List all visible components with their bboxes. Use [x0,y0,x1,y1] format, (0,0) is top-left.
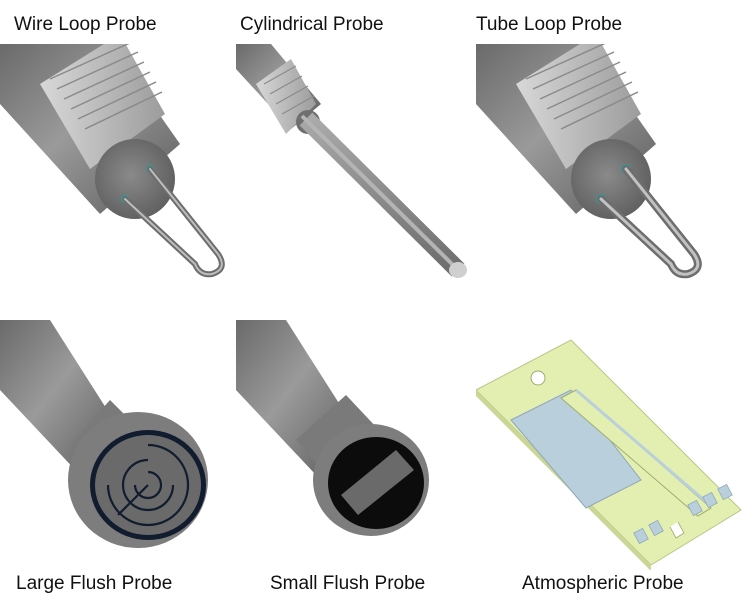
label-atmospheric-probe: Atmospheric Probe [522,573,684,594]
cylindrical-probe-image [236,44,476,284]
wire-loop-probe-image [0,44,240,284]
label-tube-loop-probe: Tube Loop Probe [476,14,623,35]
tube-loop-probe-image [476,44,716,284]
label-large-flush-probe: Large Flush Probe [16,573,173,594]
tube-loop-probe-icon [476,44,702,279]
label-cylindrical-probe: Cylindrical Probe [240,14,384,35]
atmospheric-probe-icon [476,339,742,570]
small-flush-probe-icon [236,320,429,536]
label-small-flush-probe: Small Flush Probe [270,573,426,594]
large-flush-probe-image [0,320,240,570]
atmospheric-probe-image [476,330,746,570]
cylindrical-probe-icon [236,44,467,278]
small-flush-probe-image [236,320,476,570]
large-flush-probe-icon [0,320,208,548]
label-wire-loop-probe: Wire Loop Probe [14,14,157,35]
wire-loop-probe-icon [0,44,225,278]
